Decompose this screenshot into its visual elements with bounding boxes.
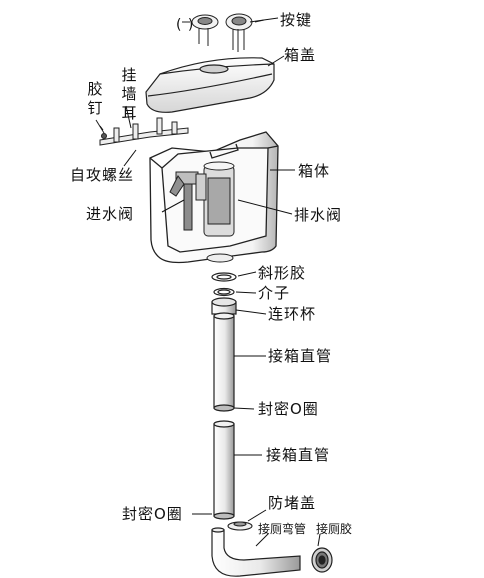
toilet-rubber <box>311 547 333 573</box>
bend-pipe <box>211 527 301 577</box>
label-washer: 介子 <box>258 284 291 302</box>
straight-pipe-upper <box>213 312 235 412</box>
tank-lid <box>145 57 275 113</box>
label-straight-pipe-lower: 接箱直管 <box>266 446 331 464</box>
label-rubber-nail: 胶 钉 <box>87 80 103 117</box>
connector-cup <box>211 297 237 315</box>
label-o-ring-lower: 封密O圈 <box>122 505 183 523</box>
label-connector-cup: 连环杯 <box>268 305 317 323</box>
label-anti-clog-cap: 防堵盖 <box>268 494 317 512</box>
label-push-button: 按键 <box>280 11 313 29</box>
label-straight-pipe-upper: 接箱直管 <box>268 347 333 365</box>
label-self-tapping-screw: 自攻螺丝 <box>70 166 135 184</box>
leader-lines <box>99 17 321 547</box>
label-tank-lid: 箱盖 <box>284 46 317 64</box>
label-drain-valve: 排水阀 <box>294 206 343 224</box>
tank-internals <box>169 161 235 263</box>
label-o-ring-upper: 封密O圈 <box>258 400 319 418</box>
label-wall-hanger: 挂 墙 耳 <box>121 66 137 122</box>
label-bevel-rubber: 斜形胶 <box>258 264 307 282</box>
label-bend-pipe: 接厕弯管 <box>258 522 307 536</box>
label-parens: ( ) <box>176 17 195 33</box>
anti-clog-cap <box>227 521 253 531</box>
label-inlet-valve: 进水阀 <box>86 205 135 223</box>
label-toilet-rubber: 接厕胶 <box>316 522 353 536</box>
straight-pipe-lower <box>213 420 235 520</box>
wall-brackets <box>95 117 189 146</box>
gaskets <box>211 272 237 297</box>
label-tank-body: 箱体 <box>298 162 331 180</box>
